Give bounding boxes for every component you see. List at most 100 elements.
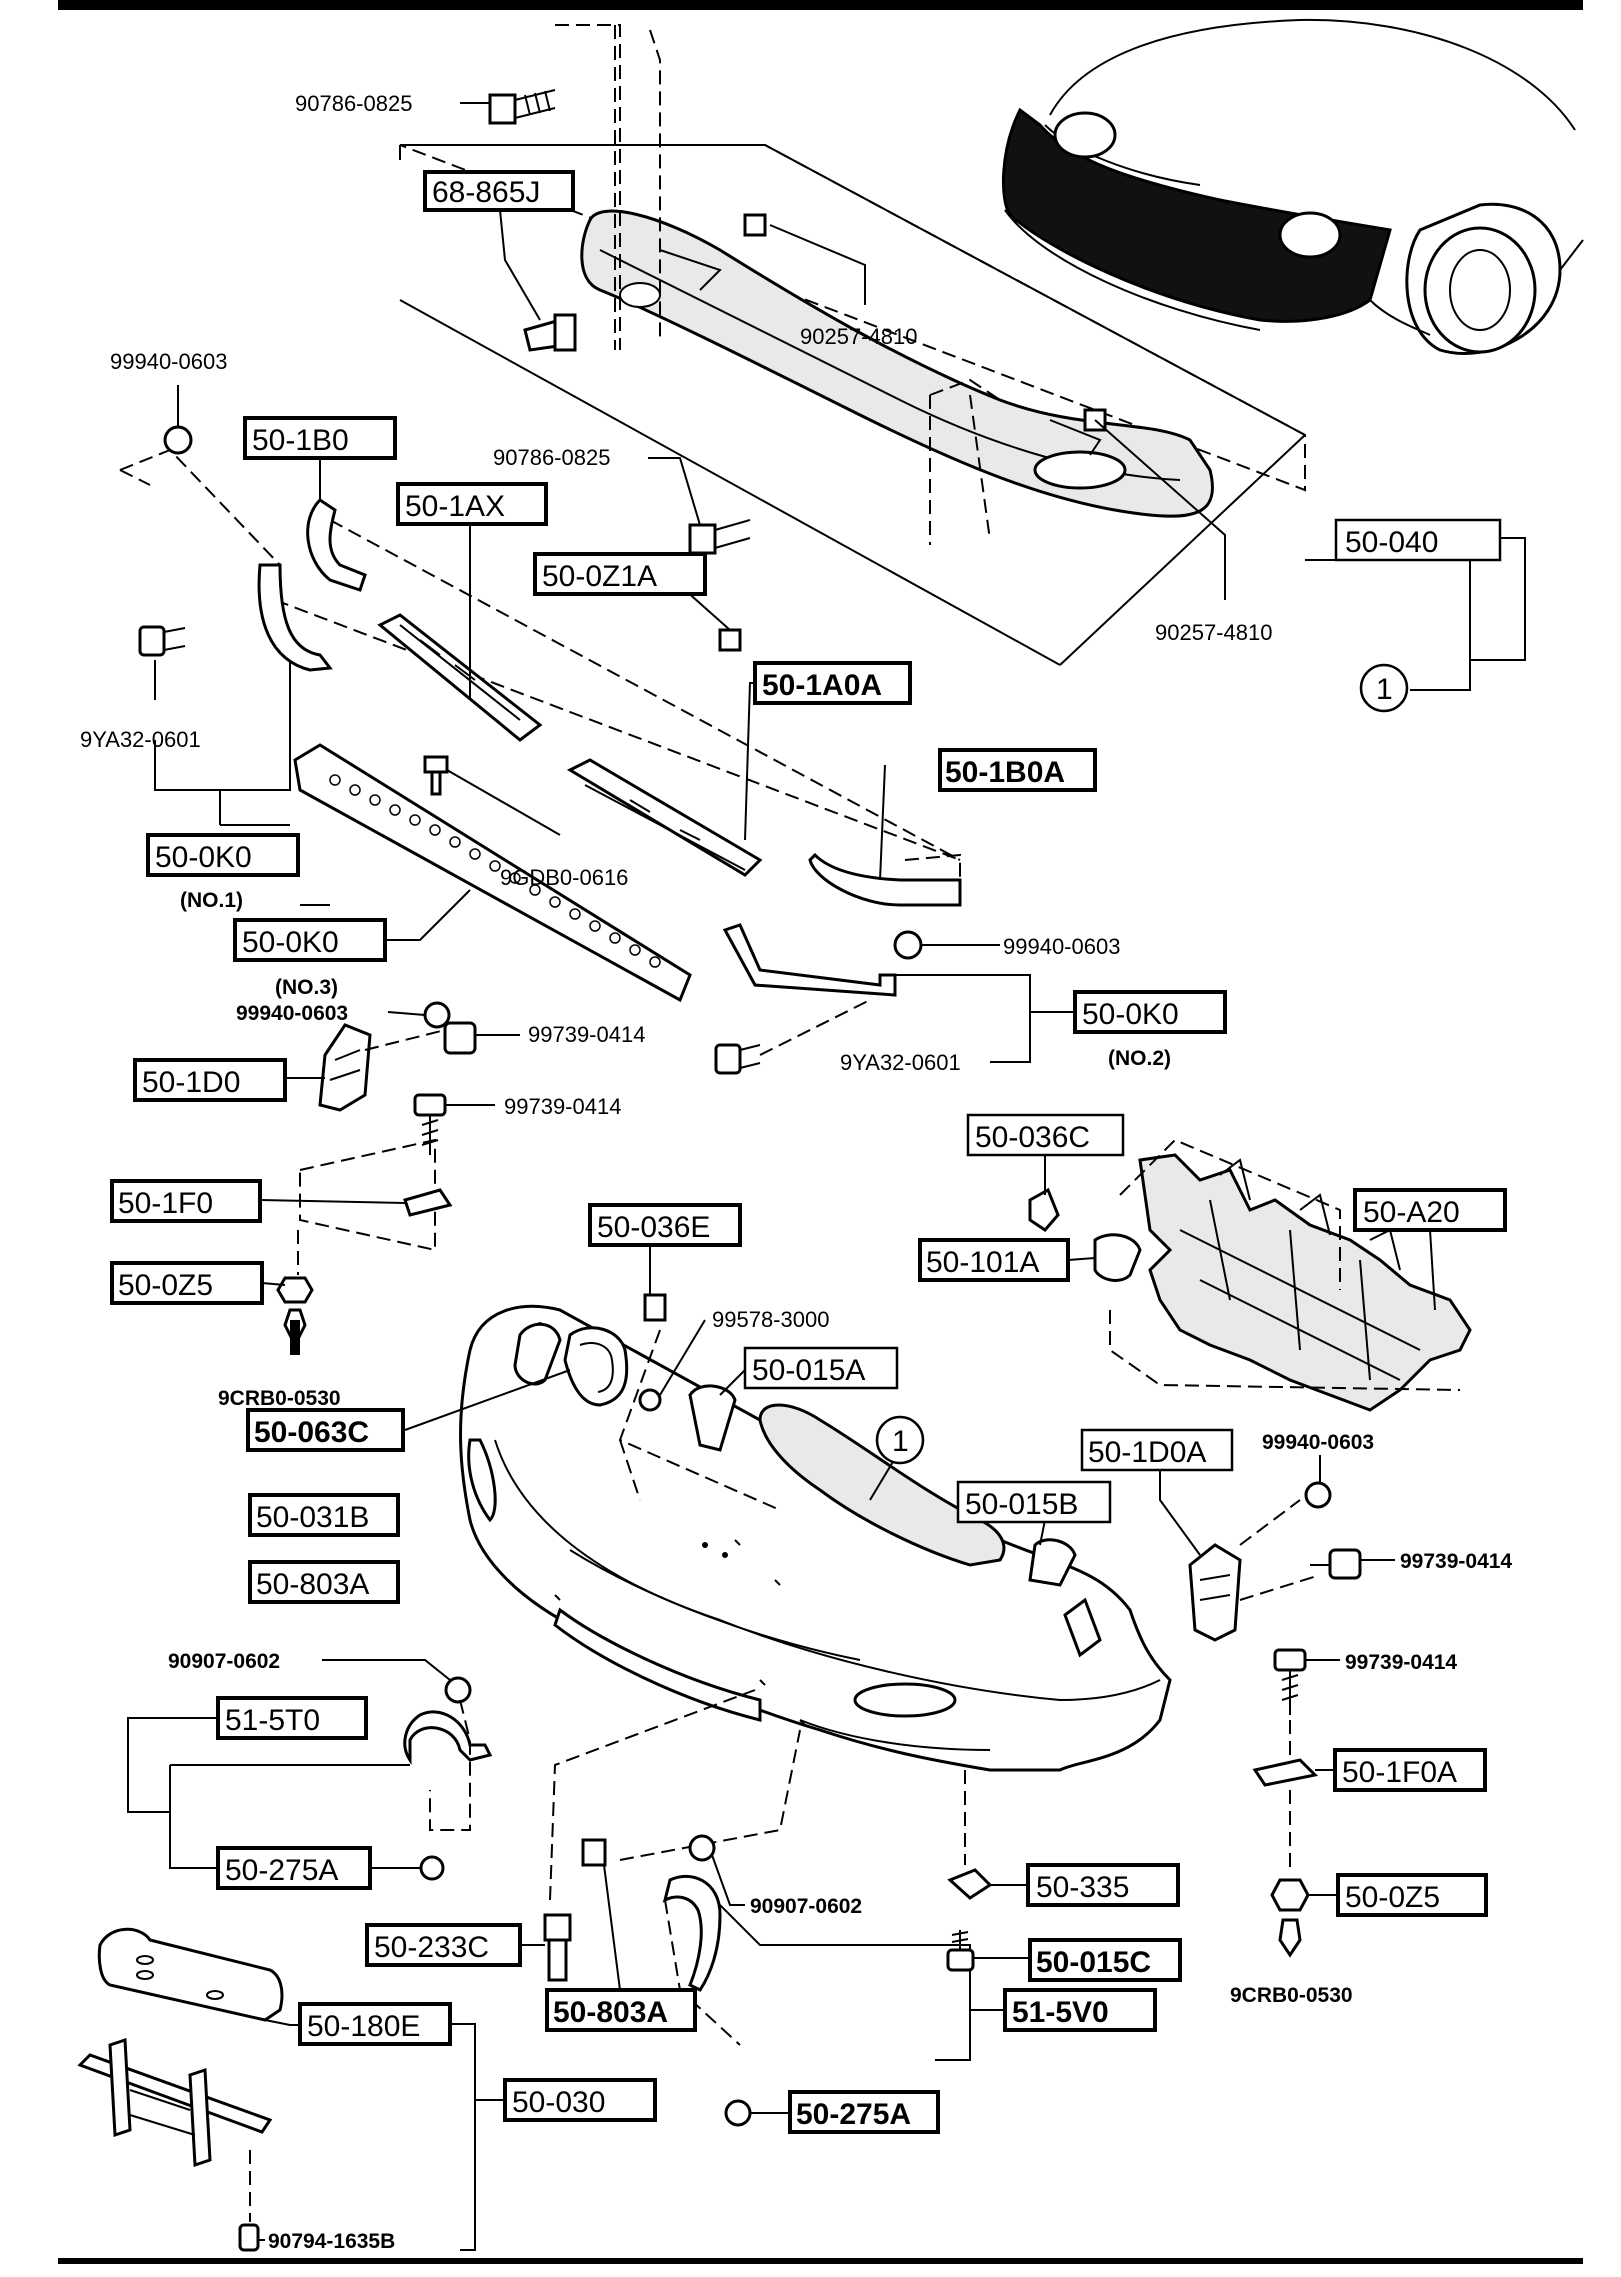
bracket-50-1b0 [306,498,367,592]
svg-text:68-865J: 68-865J [432,176,540,209]
screw-50-015c [946,1930,975,1972]
license-plate-bracket-50-180e [97,1927,284,2022]
leader [603,1864,621,1991]
leader [719,1904,1005,2061]
leader [769,224,866,305]
guide-line [1109,1138,1461,1391]
callout-50-180e: 50-180E [298,2002,452,2046]
label-90794-1635b: 90794-1635B [268,2230,395,2253]
clip-68-865j [523,313,577,352]
guide-line [614,25,661,350]
leader [1094,419,1226,600]
svg-text:50-040: 50-040 [1345,526,1438,559]
nut-99940-0603-c [893,930,923,960]
leader [880,974,1075,1063]
leader [404,1369,571,1431]
screw-99739-0414-d [1273,1648,1307,1715]
leader [154,660,291,825]
absorber-bracket-50-1a0a [566,758,763,877]
svg-text:51-5V0: 51-5V0 [1012,1996,1109,2029]
bolt-50-233c [543,1913,572,1982]
bolt-90257-4810-a [743,213,767,237]
svg-text:50-803A: 50-803A [256,1568,369,1601]
clip-50-803a-bottom [581,1838,607,1867]
callout-50-275a-bottom: 50-275A [788,2090,940,2134]
svg-text:50-1F0A: 50-1F0A [1342,1756,1457,1789]
label-99578-3000: 99578-3000 [712,1307,829,1332]
nut-99940-0603-b [423,1001,451,1029]
bracket-lower-strap [257,563,333,672]
absorber-50-a20 [1138,1153,1472,1412]
svg-text:50-063C: 50-063C [254,1416,369,1449]
nut-90907-0602-b [688,1834,716,1862]
label-99940-0603-b: 99940-0603 [236,1002,348,1025]
absorber-bracket-50-1ax [377,613,543,742]
svg-text:50-031B: 50-031B [256,1501,369,1534]
svg-text:50-1D0: 50-1D0 [142,1066,240,1099]
callout-51-5t0: 51-5T0 [216,1696,368,1740]
guide-line [549,1689,756,1901]
leader [1067,1257,1096,1261]
leader [684,589,731,631]
clip-50-335 [947,1868,993,1900]
guide-line [619,1729,801,1861]
label-9ya32-0601-b: 9YA32-0601 [840,1050,961,1075]
svg-text:50-1D0A: 50-1D0A [1088,1436,1206,1469]
nut-90907-0602-a [444,1676,472,1704]
nut-99940-0603-top [163,425,193,455]
svg-text:50-0K0: 50-0K0 [155,841,252,874]
nut-50-0z5-left [276,1276,314,1355]
leader [450,2023,505,2251]
label-90257-4810-a: 90257-4810 [800,324,917,349]
bolt-50-275a-bottom [724,2099,752,2127]
label-no2: (NO.2) [1108,1047,1171,1070]
guide-line [929,394,991,545]
clip-9gdb0-0616 [423,755,449,796]
screw-99739-0414-b [413,1093,447,1155]
callout-50-015a: 50-015A [743,1346,899,1390]
label-99739-0414-c: 99739-0414 [1400,1550,1512,1573]
label-99940-0603-a: 99940-0603 [110,349,227,374]
callout-51-5v0: 51-5V0 [1003,1988,1157,2032]
callout-50-233c: 50-233C [365,1923,522,1967]
svg-text:50-101A: 50-101A [926,1246,1039,1279]
callout-50-335: 50-335 [1026,1863,1180,1907]
guide-line [618,1329,781,1511]
leader [879,764,886,881]
label-9ya32-0601-a: 9YA32-0601 [80,727,201,752]
guide-line [555,24,621,350]
callout-50-1d0a: 50-1D0A [1080,1428,1234,1472]
bracket-51-5t0 [403,1710,493,1765]
leader [387,1011,520,1036]
callout-50-803a-left: 50-803A [248,1560,400,1604]
guide-line [904,853,961,880]
guide-line [299,1138,436,1252]
svg-text:51-5T0: 51-5T0 [225,1704,320,1737]
label-99739-0414-a: 99739-0414 [528,1022,645,1047]
svg-text:50-0Z1A: 50-0Z1A [542,560,657,593]
leader [1429,1229,1436,1311]
guide-line [929,378,1001,401]
callout-50-1ax: 50-1AX [396,482,548,526]
svg-text:1: 1 [1376,673,1393,706]
svg-text:50-275A: 50-275A [796,2098,911,2131]
callout-circle-1-mid: 1 [875,1415,925,1465]
guide-line [364,1029,446,1051]
label-99739-0414-d: 99739-0414 [1345,1651,1457,1674]
svg-text:1: 1 [892,1425,909,1458]
label-9crb0-0530-a: 9CRB0-0530 [218,1387,341,1410]
callout-50-0z5-left: 50-0Z5 [110,1261,264,1305]
callout-50-0k0-no3: 50-0K0 [233,918,387,962]
absorber-50-015a [688,1384,737,1452]
callout-50-0k0-no2: 50-0K0 [1073,990,1227,1034]
bracket-51-5t0-connector [127,1717,410,1869]
svg-text:50-1A0A: 50-1A0A [762,669,882,702]
callout-50-036c: 50-036C [966,1113,1125,1157]
svg-text:50-036E: 50-036E [597,1211,710,1244]
label-9gdb0-0616: 9GDB0-0616 [500,865,628,890]
guide-line [274,519,961,861]
label-no1: (NO.1) [180,889,243,912]
callout-50-036e: 50-036E [588,1203,742,1247]
callout-50-031b: 50-031B [248,1493,400,1537]
